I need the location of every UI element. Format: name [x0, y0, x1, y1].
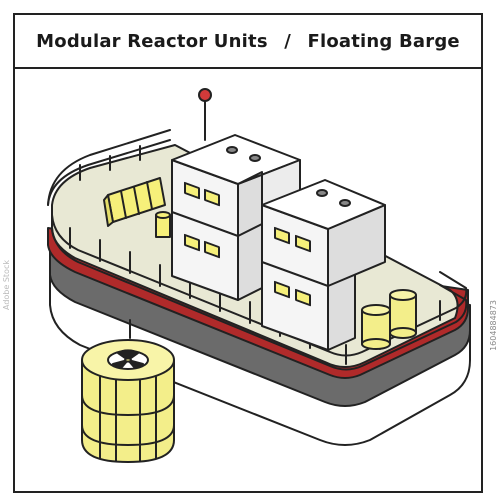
radiation-icon — [107, 349, 149, 370]
deck-drums — [361, 289, 417, 350]
title-sub: Floating Barge — [307, 30, 460, 52]
watermark-brand: Adobe Stock — [2, 260, 11, 310]
reactor-module-right — [261, 179, 386, 351]
deck-canister — [155, 211, 171, 238]
title-separator: / — [284, 30, 291, 52]
antenna — [198, 88, 212, 141]
reactor-module-left — [171, 134, 301, 301]
title-bar: Modular Reactor Units / Floating Barge — [15, 15, 481, 69]
title-main: Modular Reactor Units — [36, 30, 268, 52]
page-title: Modular Reactor Units / Floating Barge — [36, 31, 460, 52]
reactor-drum — [81, 319, 175, 463]
antenna-light-icon — [198, 88, 212, 102]
deck-crates — [103, 177, 166, 227]
watermark-id: 1604884873 — [489, 300, 498, 351]
